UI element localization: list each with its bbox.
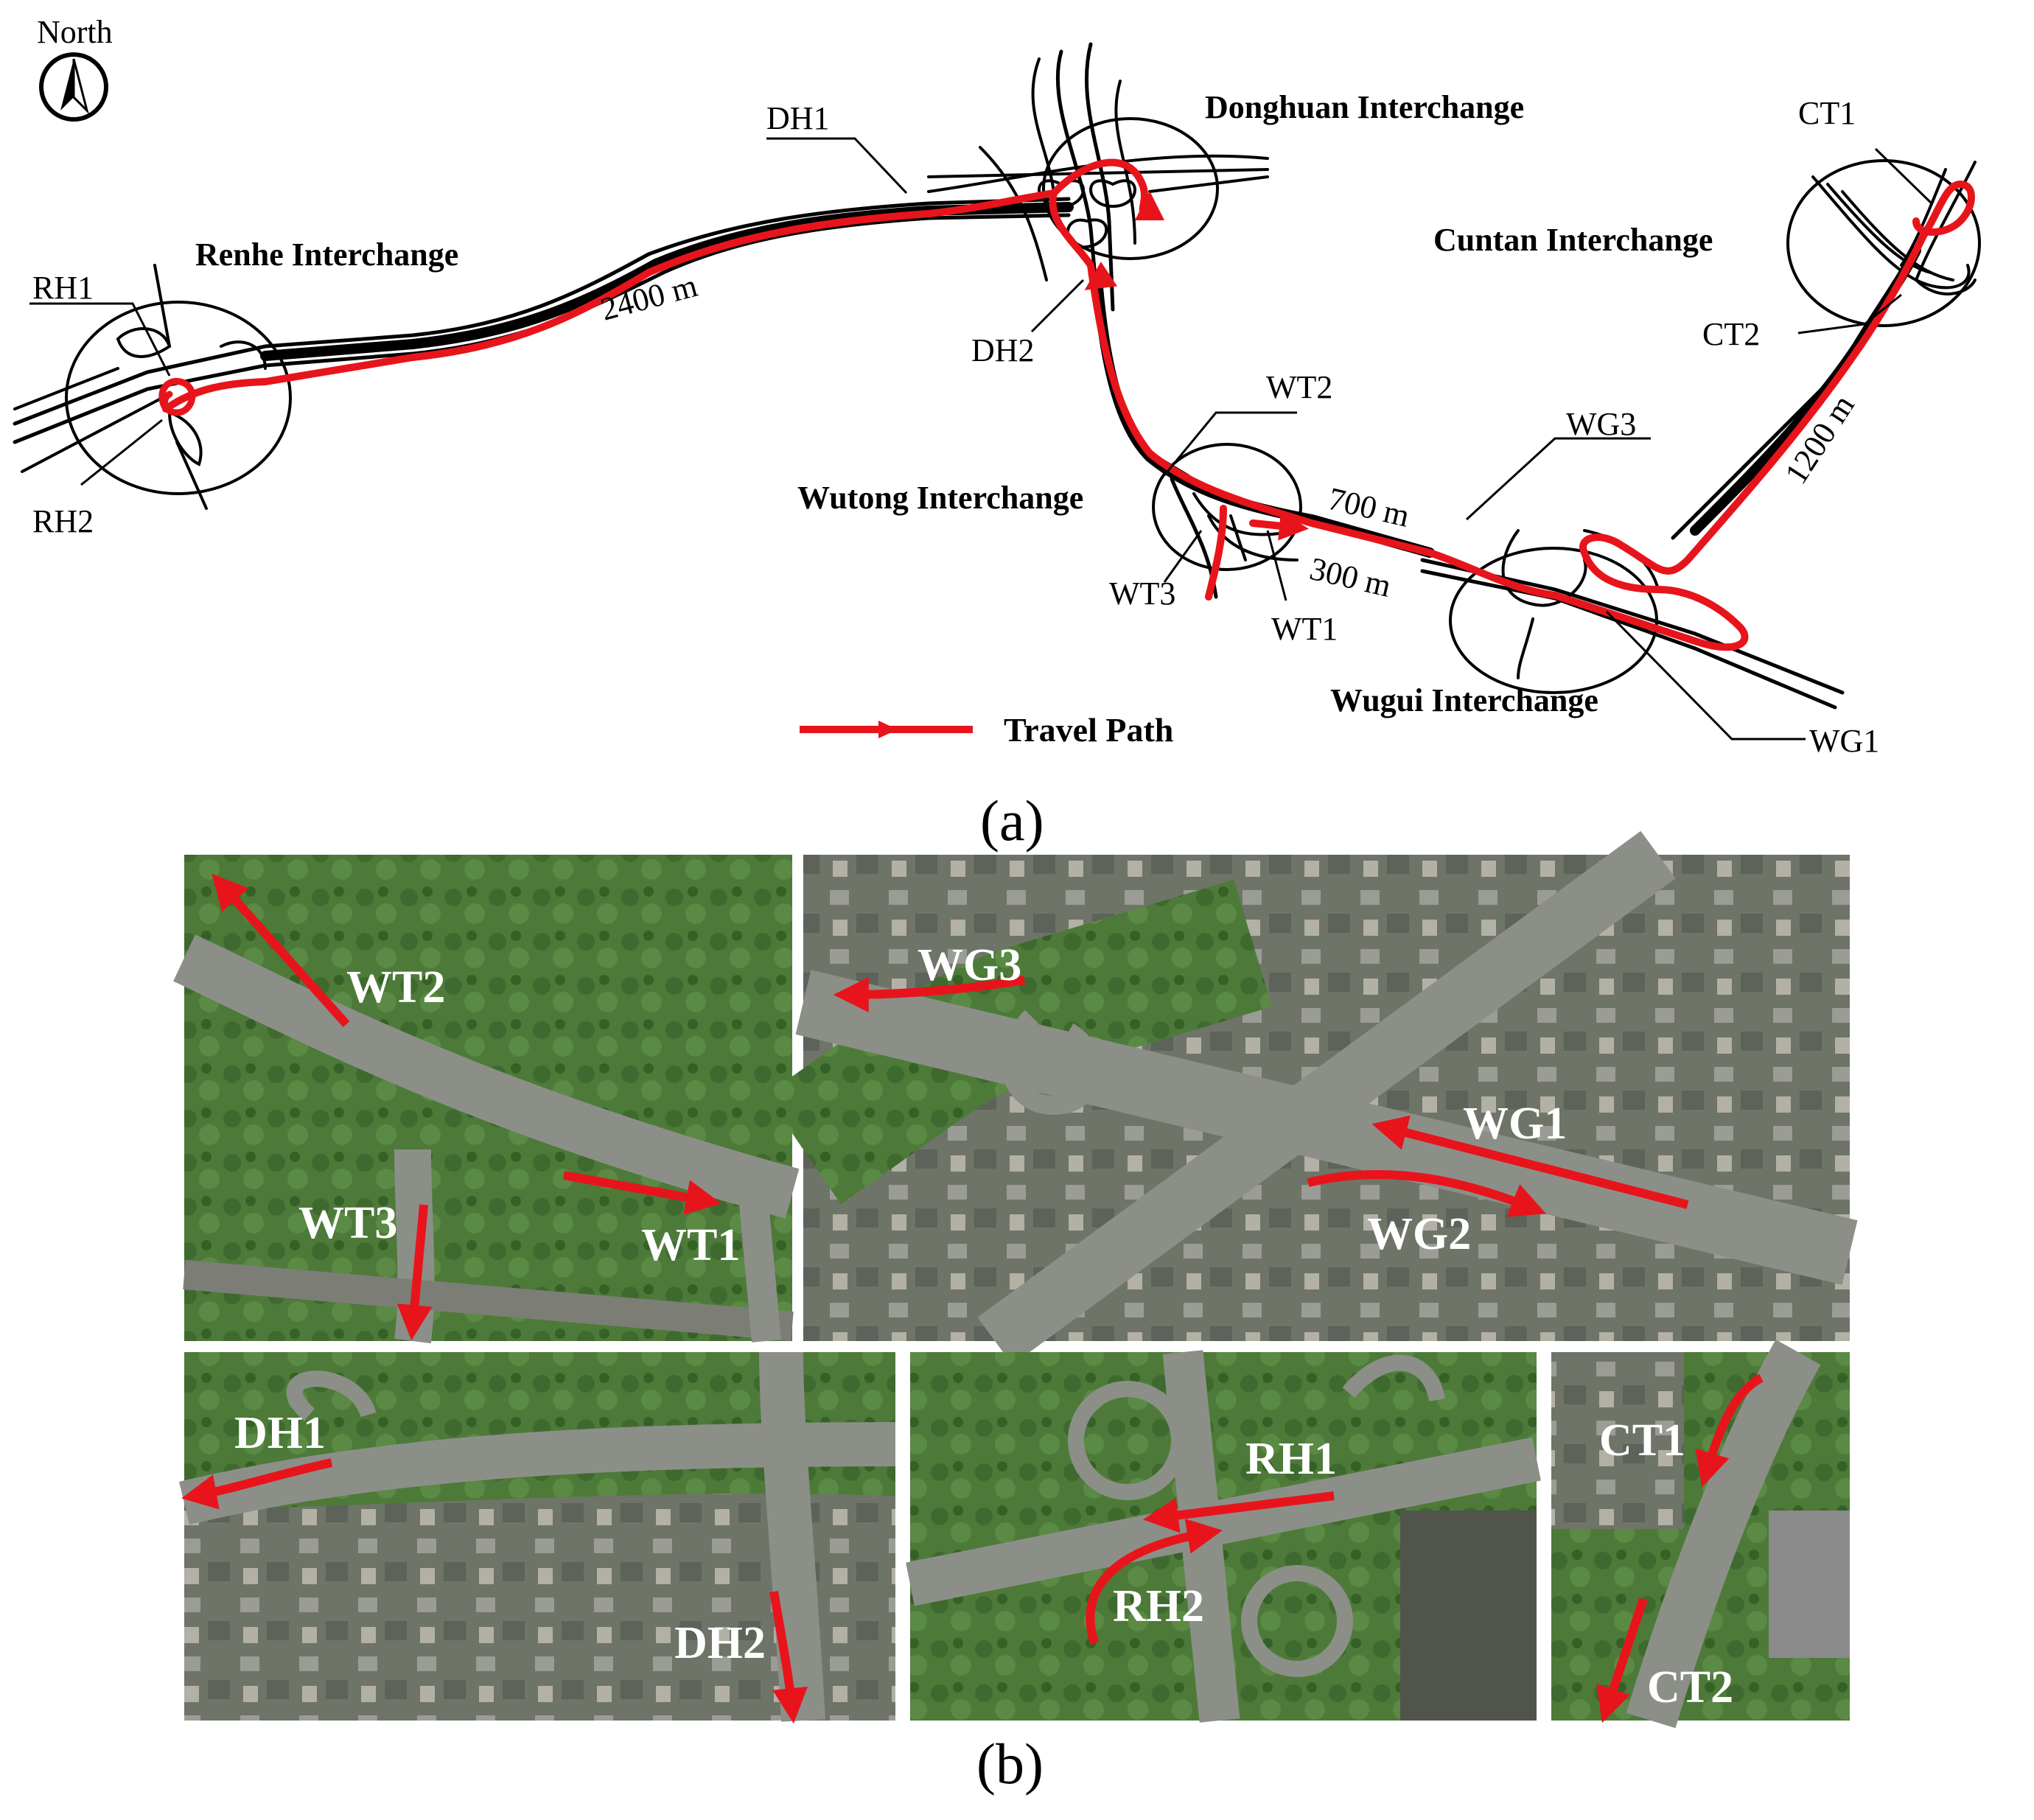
caption-b: (b) [976, 1732, 1044, 1796]
donghuan-label: Donghuan Interchange [1205, 89, 1524, 125]
photo-wutong: WT2 WT3 WT1 [173, 855, 800, 1344]
legend: Travel Path [800, 711, 1173, 749]
travel-path [158, 158, 1975, 651]
cuntan-circle [1786, 159, 1981, 327]
label-RH1: RH1 [32, 270, 94, 306]
label-WG1: WG1 [1809, 723, 1879, 759]
photo-label-WG2: WG2 [1367, 1209, 1471, 1259]
photo-label-WT2: WT2 [346, 962, 445, 1012]
north-arrow-icon [39, 52, 108, 122]
distance-300: 300 m [1307, 550, 1394, 604]
label-RH2: RH2 [32, 503, 94, 539]
renhe-label: Renhe Interchange [195, 237, 458, 273]
wutong-circle [1152, 443, 1302, 571]
photo-label-DH1: DH1 [234, 1408, 326, 1458]
photo-label-WT1: WT1 [641, 1220, 740, 1270]
label-CT2: CT2 [1702, 316, 1760, 352]
photo-label-WG1: WG1 [1463, 1099, 1567, 1149]
wutong-label: Wutong Interchange [797, 480, 1083, 516]
photo-label-WG3: WG3 [918, 940, 1021, 990]
label-DH2: DH2 [971, 332, 1035, 368]
wugui-label: Wugui Interchange [1330, 682, 1598, 718]
photo-label-CT1: CT1 [1599, 1415, 1685, 1466]
photo-wugui: WG3 WG1 WG2 [766, 830, 1858, 1365]
label-DH1: DH1 [766, 100, 830, 136]
caption-a: (a) [980, 788, 1044, 853]
photo-label-CT2: CT2 [1647, 1662, 1733, 1712]
legend-label: Travel Path [1004, 711, 1173, 749]
photo-donghuan: DH1 DH2 [179, 1351, 896, 1724]
photo-label-RH1: RH1 [1245, 1434, 1337, 1484]
label-WT1: WT1 [1271, 611, 1338, 647]
photo-label-RH2: RH2 [1113, 1581, 1204, 1631]
label-WT3: WT3 [1109, 575, 1175, 612]
wugui-circle [1449, 547, 1658, 694]
label-CT1: CT1 [1798, 95, 1856, 131]
donghuan-circle [1042, 117, 1219, 260]
photo-renhe: RH1 RH2 [906, 1350, 1541, 1723]
photo-cuntan: CT1 CT2 [1551, 1339, 1850, 1729]
panel-b-photos: WT2 WT3 WT1 WG3 WG1 WG2 DH1 [173, 830, 1858, 1796]
cuntan-label: Cuntan Interchange [1433, 222, 1713, 258]
label-WT2: WT2 [1266, 369, 1332, 405]
interchange-circles [65, 117, 1981, 694]
panel-a-map: North [13, 14, 1981, 853]
photo-label-WT3: WT3 [298, 1198, 397, 1248]
photo-label-DH2: DH2 [674, 1618, 766, 1668]
label-WG3: WG3 [1566, 406, 1636, 442]
north-label: North [37, 14, 113, 50]
leader-lines [29, 137, 1932, 741]
renhe-circle [65, 301, 292, 495]
